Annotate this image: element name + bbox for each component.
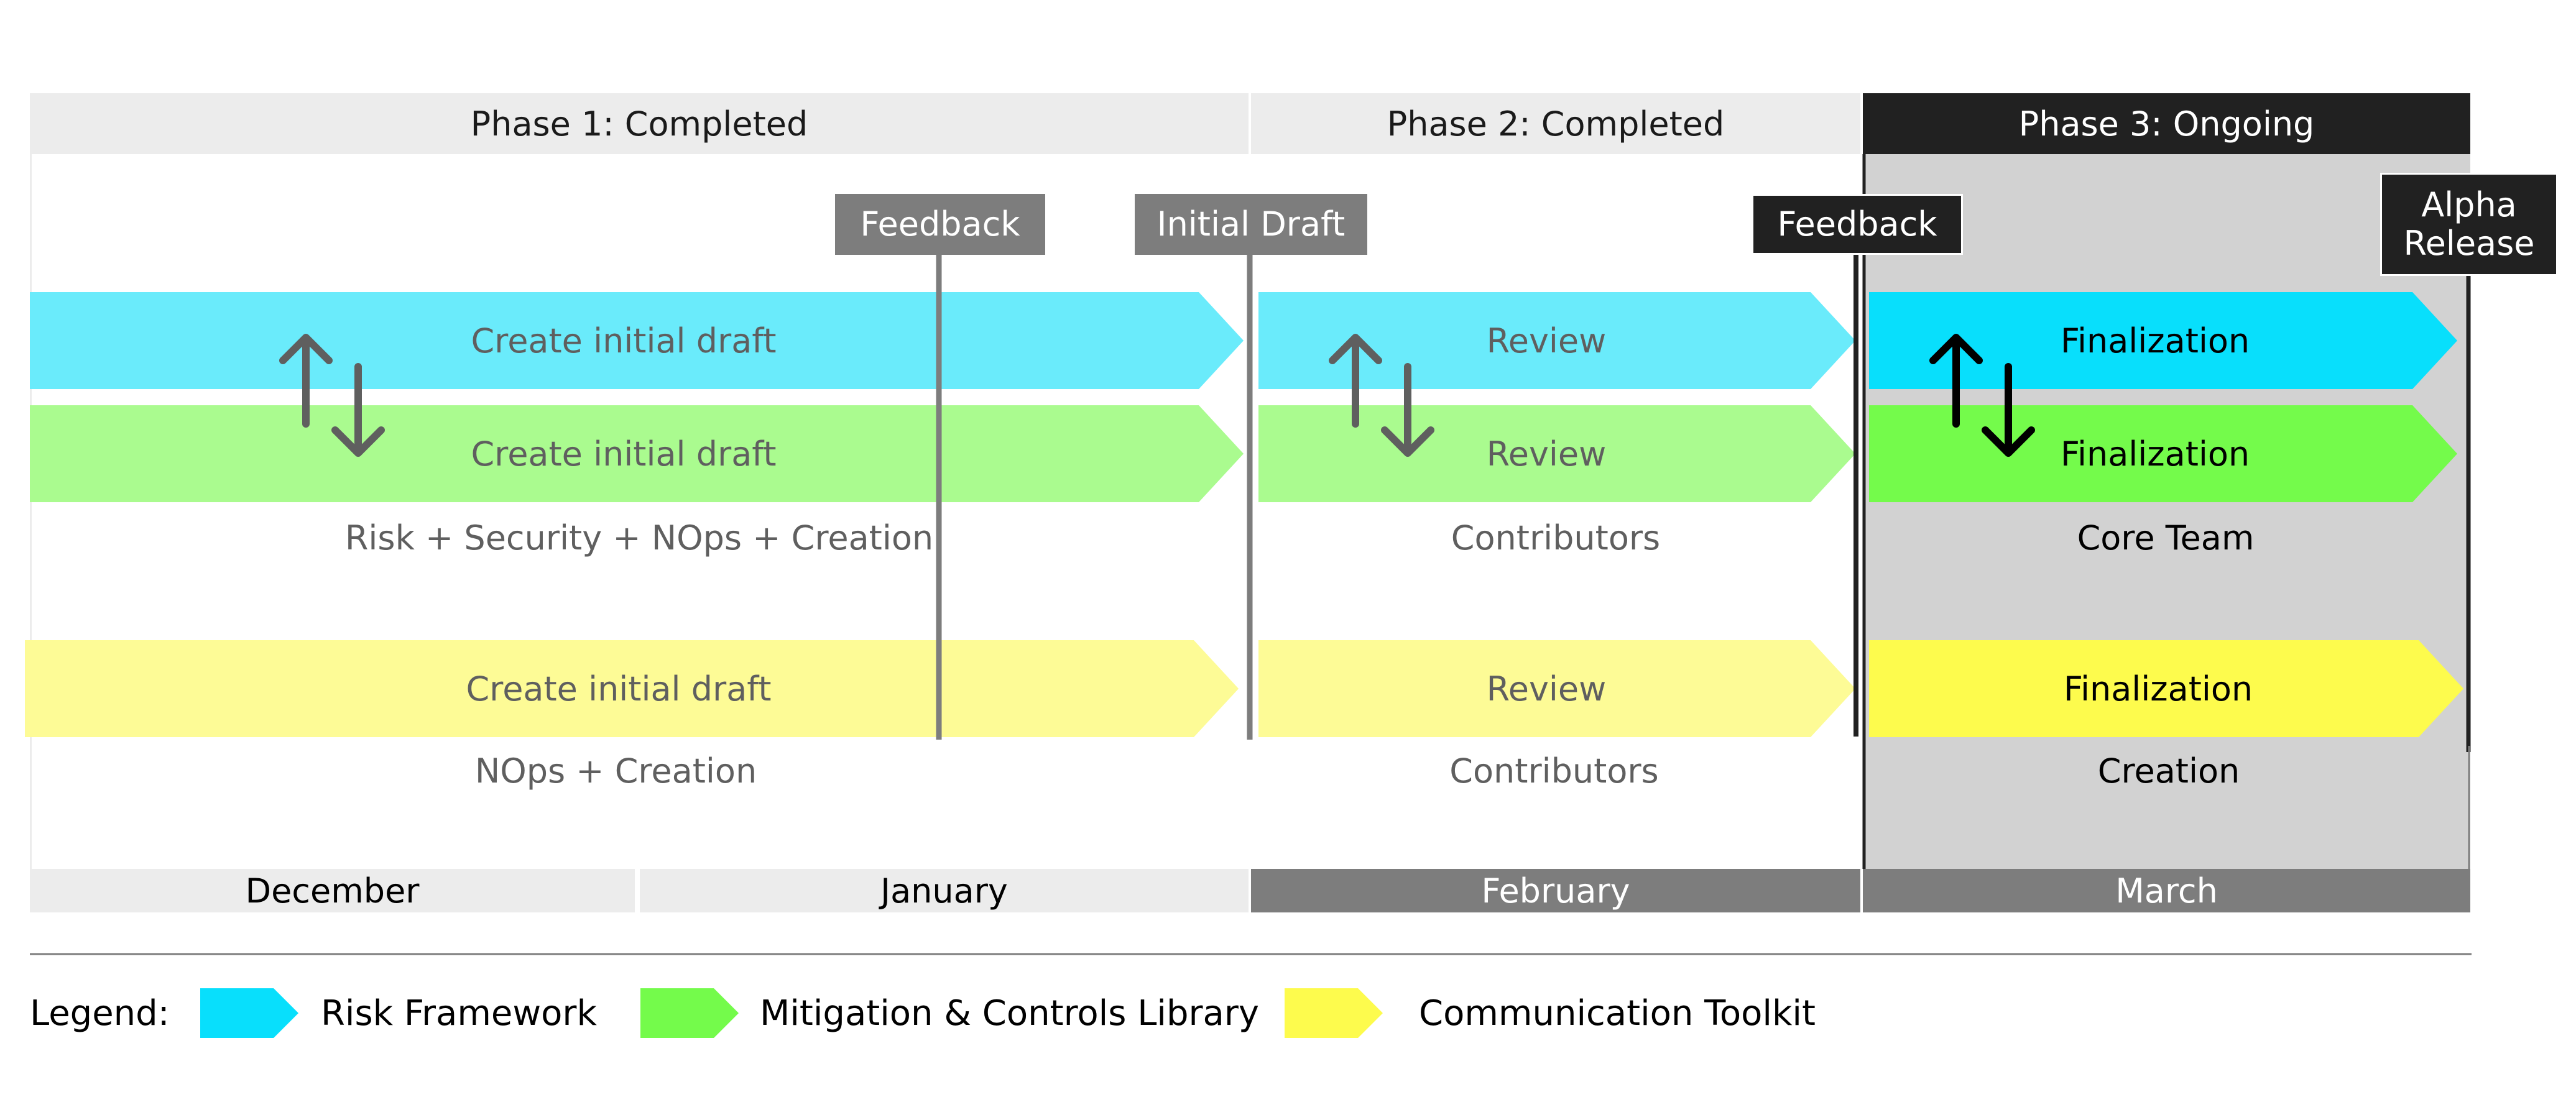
- team-phase1-top: Risk + Security + NOps + Creation: [30, 516, 1249, 559]
- legend-title: Legend:: [30, 988, 170, 1038]
- team-phase1-top-text: Risk + Security + NOps + Creation: [344, 518, 934, 558]
- legend-item-risk: Risk Framework: [321, 988, 597, 1038]
- legend-item-mitigation-label: Mitigation & Controls Library: [760, 993, 1260, 1034]
- task-phase3-risk-label: Finalization: [1869, 292, 2441, 389]
- swap-arrows-phase1-icon: [279, 334, 385, 457]
- arrow-phase3-risk: [1869, 292, 2457, 389]
- arrow-phase1-comm: [25, 640, 1239, 737]
- month-january: January: [640, 869, 1249, 912]
- month-december: December: [30, 869, 635, 912]
- milestone-tag-initial-draft: Initial Draft: [1135, 194, 1367, 255]
- legend-item-comm-label: Communication Toolkit: [1419, 993, 1816, 1034]
- phase-header-3-label: Phase 3: Ongoing: [2018, 104, 2315, 144]
- month-march-label: March: [2115, 871, 2218, 911]
- phase-header-1: Phase 1: Completed: [30, 93, 1249, 154]
- task-phase2-mitigation-label: Review: [1258, 405, 1834, 502]
- swap-arrows-phase3-icon: [1929, 334, 2035, 457]
- month-february-label: February: [1481, 871, 1630, 911]
- milestone-tag-feedback-2: Feedback: [1752, 194, 1963, 255]
- task-phase2-risk-text: Review: [1486, 321, 1607, 360]
- month-january-label: January: [880, 871, 1008, 911]
- team-phase2-bottom: Contributors: [1251, 749, 1857, 792]
- team-phase2-bottom-text: Contributors: [1449, 751, 1659, 791]
- month-december-label: December: [245, 871, 420, 911]
- arrow-phase3-mitigation: [1869, 405, 2457, 502]
- task-phase3-mitigation-label: Finalization: [1869, 405, 2441, 502]
- team-phase1-bottom: NOps + Creation: [30, 749, 1202, 792]
- task-phase1-mitigation-label: Create initial draft: [30, 405, 1217, 502]
- team-phase2-top: Contributors: [1251, 516, 1860, 559]
- team-phase3-top: Core Team: [1864, 516, 2467, 559]
- team-phase1-bottom-text: NOps + Creation: [474, 751, 757, 791]
- task-phase1-risk-text: Create initial draft: [471, 321, 777, 360]
- phase-header-3: Phase 3: Ongoing: [1863, 93, 2470, 154]
- team-phase3-bottom: Creation: [1864, 749, 2473, 792]
- task-phase2-comm-label: Review: [1258, 640, 1834, 737]
- task-phase2-comm-text: Review: [1486, 669, 1607, 709]
- task-phase1-comm-text: Create initial draft: [466, 669, 772, 709]
- task-phase1-comm-label: Create initial draft: [25, 640, 1212, 737]
- timeline-frame-left-edge: [30, 154, 32, 869]
- team-phase2-top-text: Contributors: [1451, 518, 1661, 558]
- milestone-tag-feedback-2-label: Feedback: [1777, 204, 1937, 244]
- task-phase2-mitigation-text: Review: [1486, 434, 1607, 474]
- legend-item-comm: Communication Toolkit: [1419, 988, 1816, 1038]
- phase-header-1-label: Phase 1: Completed: [470, 104, 808, 144]
- phase3-background: [1864, 154, 2470, 869]
- legend-comm-swatch: [1285, 988, 1383, 1038]
- task-phase3-comm-label: Finalization: [1869, 640, 2447, 737]
- swap-arrows-phase2-icon: [1329, 334, 1434, 457]
- team-phase3-top-text: Core Team: [2077, 518, 2255, 558]
- arrow-phase3-comm: [1869, 640, 2463, 737]
- legend-item-mitigation: Mitigation & Controls Library: [760, 988, 1259, 1038]
- task-phase3-risk-text: Finalization: [2060, 321, 2250, 360]
- legend-item-risk-label: Risk Framework: [321, 993, 597, 1034]
- milestone-tag-feedback-1: Feedback: [835, 194, 1045, 255]
- milestone-tag-initial-draft-label: Initial Draft: [1156, 204, 1346, 244]
- legend-title-text: Legend:: [30, 993, 170, 1034]
- legend-mitigation-swatch: [640, 988, 739, 1038]
- legend-risk-swatch: [200, 988, 298, 1038]
- month-march: March: [1863, 869, 2470, 912]
- phase-header-2: Phase 2: Completed: [1251, 93, 1860, 154]
- team-phase3-bottom-text: Creation: [2097, 751, 2240, 791]
- arrow-phase2-comm: [1258, 640, 1855, 737]
- month-february: February: [1251, 869, 1860, 912]
- task-phase2-risk-label: Review: [1258, 292, 1834, 389]
- milestone-tag-alpha-release-label: Alpha Release: [2403, 185, 2535, 263]
- phase-header-2-label: Phase 2: Completed: [1387, 104, 1725, 144]
- task-phase3-comm-text: Finalization: [2063, 669, 2253, 709]
- milestone-tag-alpha-release: Alpha Release: [2380, 173, 2558, 276]
- task-phase3-mitigation-text: Finalization: [2060, 434, 2250, 474]
- task-phase1-risk-label: Create initial draft: [30, 292, 1217, 389]
- task-phase1-mitigation-text: Create initial draft: [471, 434, 777, 474]
- milestone-tag-feedback-1-label: Feedback: [860, 204, 1020, 244]
